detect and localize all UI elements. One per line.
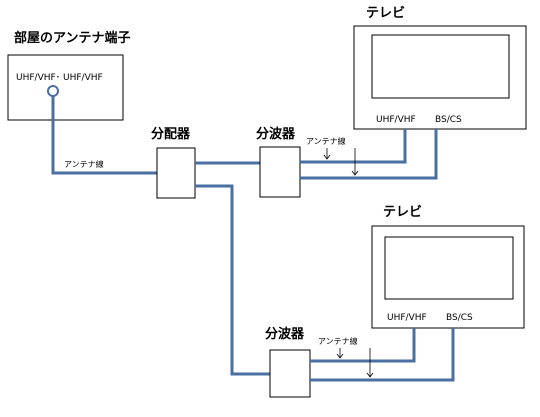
cable-top-uhf xyxy=(300,129,407,164)
room-terminal-port-label: UHF/VHF･ UHF/VHF xyxy=(16,73,103,83)
tv-bottom-screen xyxy=(384,236,514,300)
antenna-socket-icon xyxy=(47,85,59,97)
distributor-label: 分配器 xyxy=(151,126,191,142)
cable-terminal-to-distributor xyxy=(51,96,157,175)
room-terminal-box xyxy=(7,54,124,121)
distributor-box xyxy=(156,147,196,199)
splitter-bottom-cable-label: アンテナ線 xyxy=(318,336,358,346)
tv-bottom-port-uhf: UHF/VHF xyxy=(387,313,427,323)
splitter-bottom-box xyxy=(269,349,311,398)
splitter-top-label: 分波器 xyxy=(256,126,296,142)
splitter-top-cable-label: アンテナ線 xyxy=(306,136,346,146)
tv-bottom-title: テレビ xyxy=(383,204,422,220)
room-terminal-title: 部屋のアンテナ端子 xyxy=(14,30,130,46)
cable-bottom-uhf xyxy=(310,328,416,363)
tv-bottom-port-bs: BS/CS xyxy=(446,313,473,323)
cable-label-main: アンテナ線 xyxy=(64,159,104,169)
cable-bottom-bs xyxy=(310,328,455,382)
splitter-top-box xyxy=(259,146,301,198)
splitter-bottom-label: 分波器 xyxy=(265,326,305,342)
cable-distributor-to-splitter-bottom xyxy=(195,184,270,376)
tv-top-port-uhf: UHF/VHF xyxy=(376,115,416,125)
tv-top-port-bs: BS/CS xyxy=(435,115,462,125)
tv-top-screen xyxy=(371,34,510,99)
cable-top-bs xyxy=(300,129,438,180)
tv-top-title: テレビ xyxy=(366,5,405,21)
